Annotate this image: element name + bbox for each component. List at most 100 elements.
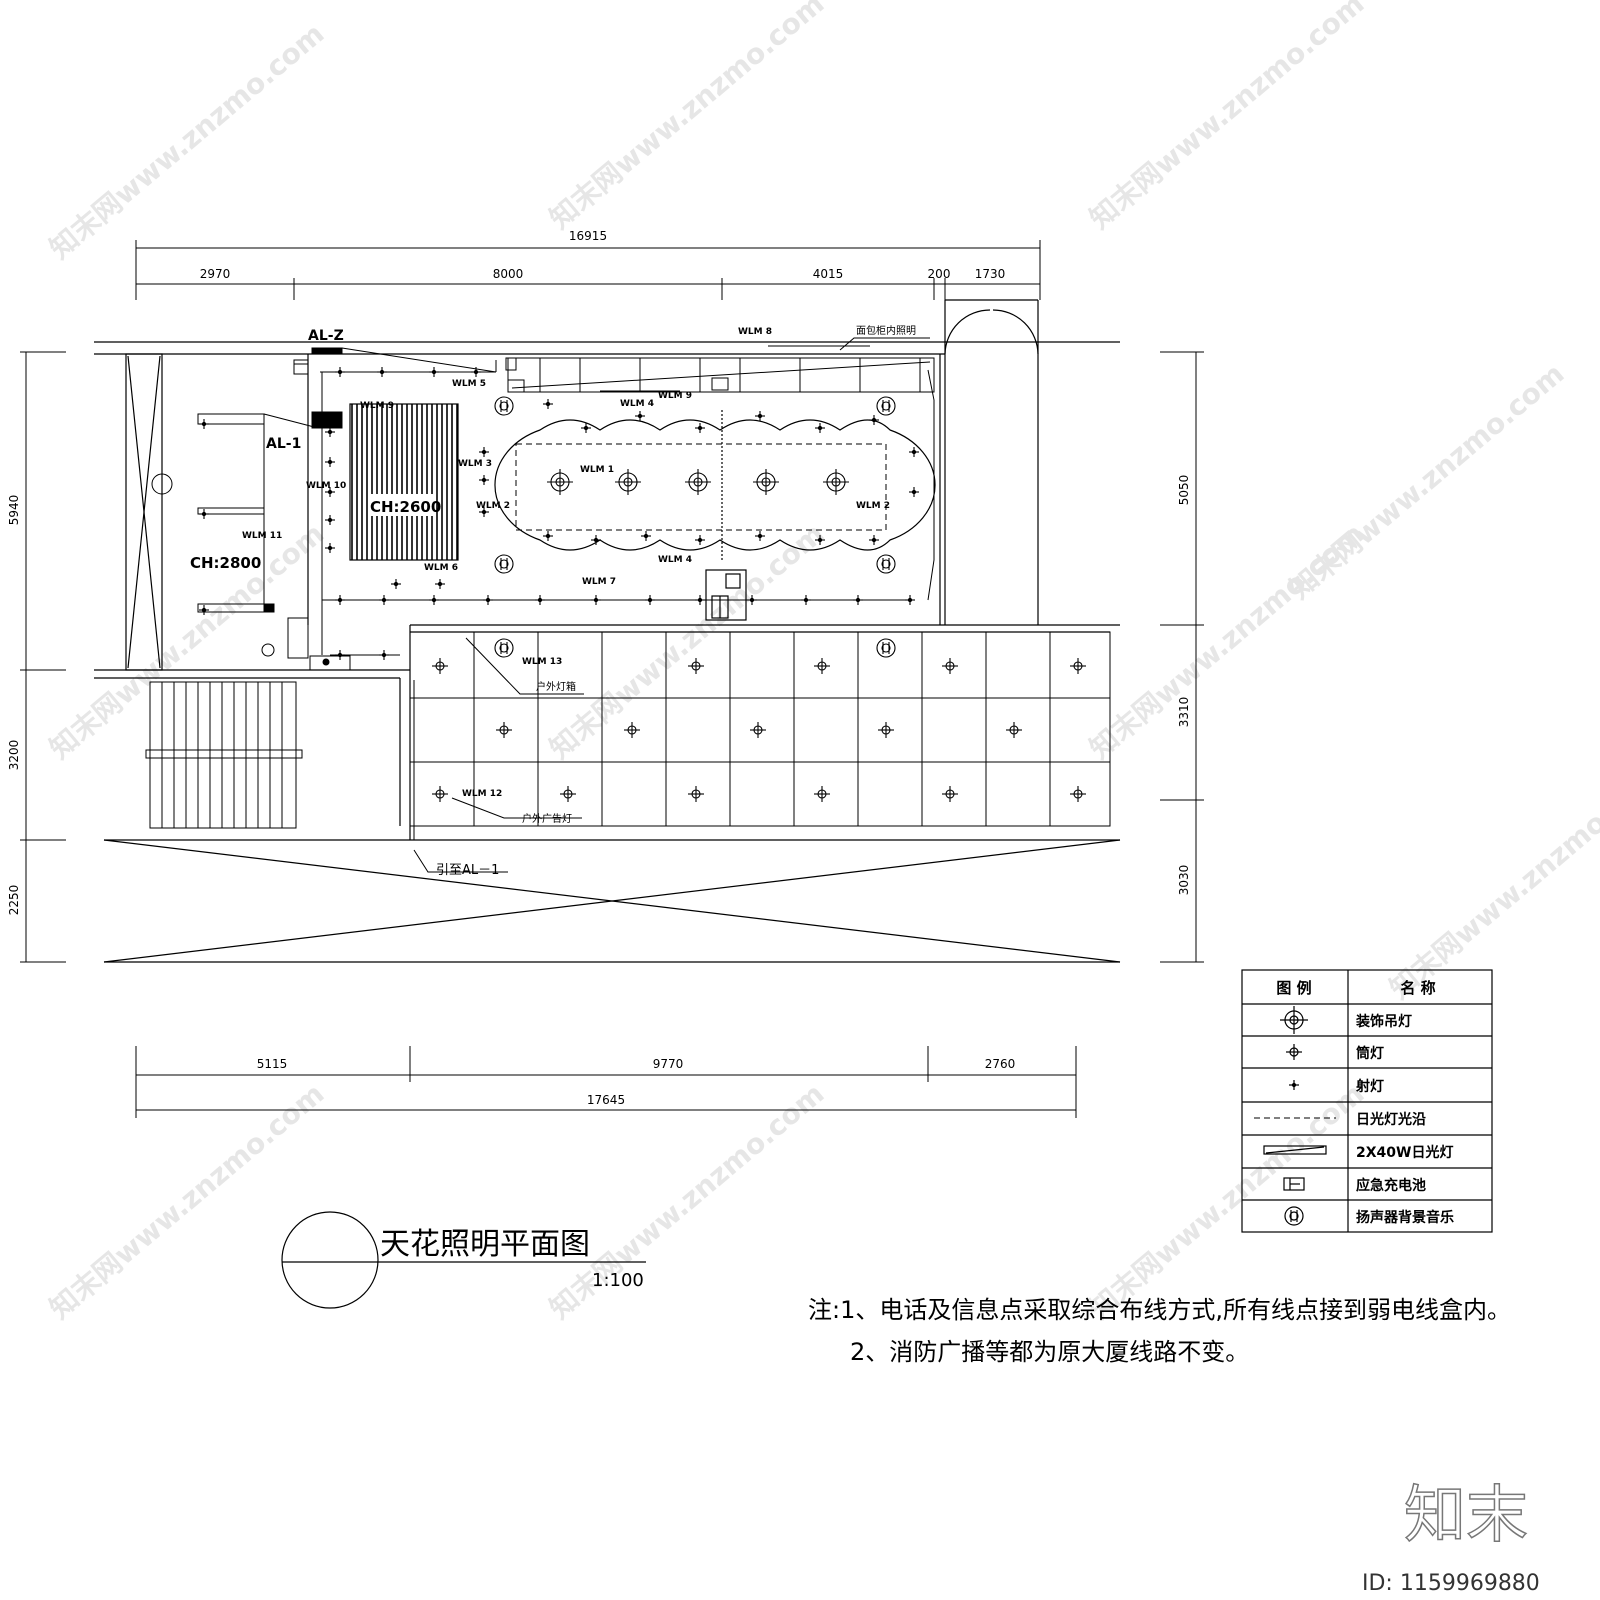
panel-al-1: AL-1 [266, 436, 301, 452]
panel-al-z: AL-Z [308, 328, 344, 344]
speaker-icon [876, 638, 896, 658]
bottom-dimensions [135, 1046, 1077, 1118]
spotlight-icon [429, 595, 439, 605]
dim-top-total: 16915 [569, 229, 607, 243]
spotlight-icon [535, 595, 545, 605]
downlight-icon [624, 722, 640, 738]
circuit-wlm9-booth: WLM 9 [360, 401, 394, 411]
watermark-text: 知末网www.znzmo.com [1083, 0, 1370, 235]
spotlight-icon [325, 515, 335, 525]
watermark-text: 知末网www.znzmo.com [543, 0, 830, 235]
spotlight-icon [325, 543, 335, 553]
spotlight-icon [435, 579, 445, 589]
speaker-icon [876, 396, 896, 416]
spotlight-icon [379, 595, 389, 605]
ceiling-height-booth: CH:2600 [370, 498, 441, 516]
spotlight-icon [335, 650, 345, 660]
drawing-title: 天花照明平面图 [380, 1227, 590, 1262]
watermark-text: 知末网www.znzmo.com [543, 1077, 830, 1325]
circuit-wlm3: WLM 3 [458, 459, 492, 469]
spotlight-icon [1289, 1080, 1299, 1090]
fluorescent-tube-icon [1263, 1145, 1327, 1155]
walls [94, 299, 1121, 963]
spotlight-icon [591, 535, 601, 545]
dim-bottom-seg-2: 9770 [653, 1057, 684, 1071]
spotlight-icon [755, 411, 765, 421]
spotlight-icon [695, 423, 705, 433]
brand-logo: 知末 [1404, 1478, 1528, 1551]
spotlight-icon [479, 475, 489, 485]
decorative-pendant-icon [1280, 1006, 1308, 1034]
image-id: ID: 1159969880 [1362, 1571, 1540, 1596]
note-line-1: 注:1、电话及信息点采取综合布线方式,所有线点接到弱电线盒内。 [808, 1296, 1511, 1324]
drawing-scale: 1:100 [592, 1270, 644, 1291]
circuit-wlm4-top: WLM 4 [620, 399, 654, 409]
watermark-text: 知末网www.znzmo.com [1283, 357, 1570, 605]
spotlight-icon [479, 447, 489, 457]
dim-top-seg-4: 200 [928, 267, 951, 281]
spotlight-icon [815, 423, 825, 433]
downlight-icon [560, 786, 576, 802]
decorative-pendant-icon [753, 469, 779, 495]
legend-item-4: 日光灯光沿 [1356, 1111, 1426, 1128]
legend-symbols [1254, 1006, 1336, 1226]
speaker-icon [876, 554, 896, 574]
spotlight-icon [635, 411, 645, 421]
dim-bottom-seg-1: 5115 [257, 1057, 288, 1071]
dim-left-3: 2250 [7, 885, 21, 916]
legend-item-7: 扬声器背景音乐 [1356, 1209, 1454, 1226]
watermark-text: 知末网www.znzmo.com [1083, 1077, 1370, 1325]
legend-item-3: 射灯 [1355, 1078, 1384, 1095]
legend-item-2: 筒灯 [1356, 1045, 1384, 1062]
spotlight-icon [471, 367, 481, 377]
downlight-icon [814, 786, 830, 802]
wiring [320, 345, 912, 840]
downlight-icon [1286, 1044, 1302, 1060]
circuit-wlm5: WLM 5 [452, 379, 486, 389]
downlight-icon [1006, 722, 1022, 738]
legend-table [1241, 969, 1493, 1233]
dim-right-3: 3030 [1177, 865, 1191, 896]
downlight-icon [942, 658, 958, 674]
top-dimensions [135, 240, 1041, 300]
spotlight-icon [755, 531, 765, 541]
left-room-fixtures [151, 347, 351, 671]
legend-item-6: 应急充电池 [1356, 1177, 1426, 1194]
decorative-pendant-icon [685, 469, 711, 495]
decorative-pendant-icon [547, 469, 573, 495]
dim-left-1: 5940 [7, 495, 21, 526]
downlight-icon [750, 722, 766, 738]
spotlight-icon [199, 419, 209, 429]
spotlight-icon [853, 595, 863, 605]
spotlight-icon [379, 650, 389, 660]
spotlight-icon [591, 595, 601, 605]
spotlight-icon [869, 415, 879, 425]
spotlight-icon [335, 367, 345, 377]
note-outdoor-lightbox: 户外灯箱 [536, 680, 576, 693]
ceiling-height-left: CH:2800 [190, 554, 261, 572]
decorative-pendant-icon [615, 469, 641, 495]
watermark-text: 知末网www.znzmo.com [43, 517, 330, 765]
spotlight-icon [429, 367, 439, 377]
note-bread-cabinet: 面包柜内照明 [856, 324, 916, 337]
storefront-grid [409, 631, 1111, 827]
staircase [145, 681, 303, 829]
downlight-icon [432, 658, 448, 674]
spotlight-icon [869, 535, 879, 545]
spotlight-icon [815, 535, 825, 545]
left-dimensions [20, 351, 66, 963]
booth-label-box [368, 494, 436, 516]
legend-item-1: 装饰吊灯 [1355, 1013, 1412, 1030]
circuit-wlm9-cabinet: WLM 9 [658, 391, 692, 401]
dim-top-seg-1: 2970 [200, 267, 231, 281]
dim-left-2: 3200 [7, 740, 21, 771]
circuit-wlm10: WLM 10 [306, 481, 346, 491]
speaker-icon [494, 554, 514, 574]
circuit-wlm2-right: WLM 2 [856, 501, 890, 511]
downlight-icon [496, 722, 512, 738]
dim-top-seg-5: 1730 [975, 267, 1006, 281]
spotlight-icon [695, 595, 705, 605]
spotlight-icon [747, 595, 757, 605]
dim-top-seg-3: 4015 [813, 267, 844, 281]
